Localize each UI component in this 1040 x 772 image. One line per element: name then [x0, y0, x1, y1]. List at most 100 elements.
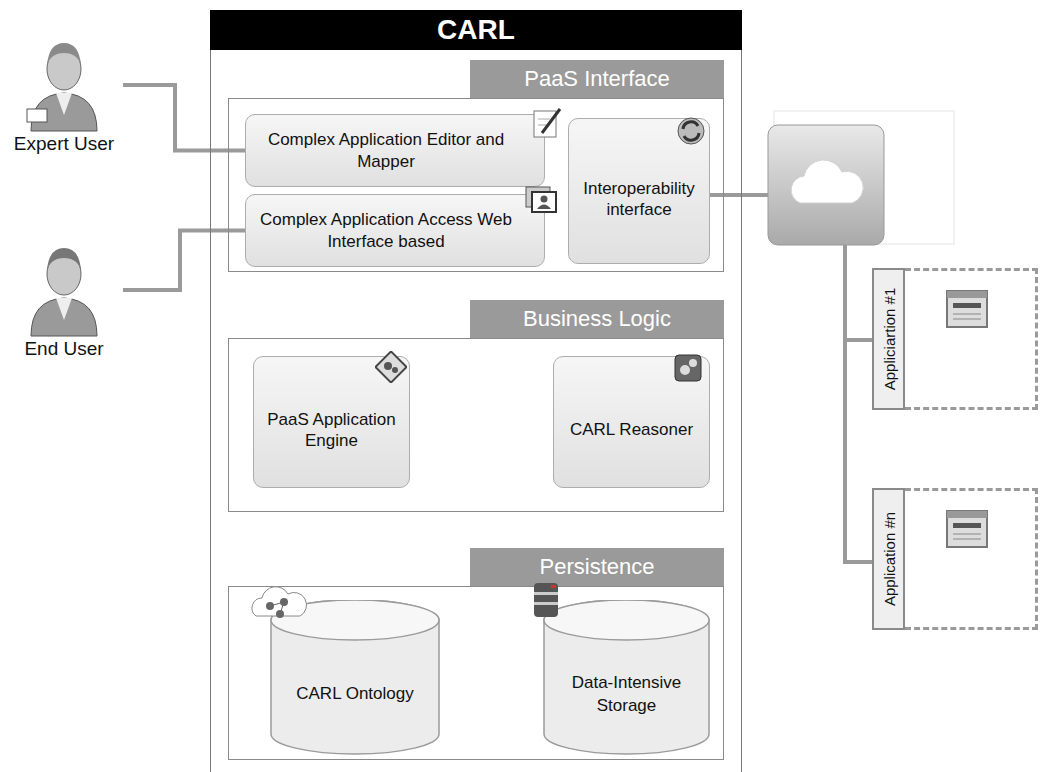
app-label-bar: Appliciartion #1 — [872, 268, 905, 410]
connector — [123, 85, 245, 151]
section-node: PersistenceCARL Ontology Data-Intensive S… — [228, 548, 724, 760]
app-label: Application #n — [880, 512, 897, 606]
person-icon — [19, 240, 109, 338]
cloud-button — [768, 125, 884, 245]
icon — [673, 353, 703, 388]
icon-part — [375, 351, 407, 383]
section-title: PaaS Interface — [524, 66, 670, 92]
icon-part — [532, 192, 556, 212]
store-label: CARL Ontology — [296, 683, 413, 705]
icon-part — [953, 534, 981, 535]
user-node: Expert User — [5, 35, 123, 165]
actor-label: Expert User — [14, 133, 114, 155]
section-tab: PaaS Interface — [470, 60, 724, 98]
app-label-bar: Application #n — [872, 488, 905, 630]
icon — [945, 289, 989, 333]
title-band: CARL — [210, 10, 742, 50]
person-part — [31, 298, 97, 336]
icon-part — [392, 367, 398, 373]
box-label: CARL Reasoner — [570, 419, 693, 440]
wire — [710, 193, 770, 197]
icon — [945, 509, 989, 553]
person-part — [56, 298, 72, 320]
icon — [375, 351, 407, 388]
section-node: Business LogicPaaS Application Engine CAR… — [228, 300, 724, 512]
icon-part — [953, 319, 981, 320]
icon-part — [531, 580, 561, 620]
icon-part — [673, 353, 703, 383]
person-icon — [19, 35, 109, 133]
icon-part — [947, 291, 987, 298]
icon-part — [689, 359, 697, 367]
icon-part — [675, 355, 701, 381]
icon-part — [551, 585, 556, 588]
cylinder-part — [544, 600, 709, 640]
cyl-node: Data-Intensive Storage — [543, 600, 710, 755]
icon — [675, 115, 707, 152]
icon — [532, 107, 562, 144]
section-tab: Business Logic — [470, 300, 724, 338]
store-label: Data-Intensive Storage — [543, 672, 710, 716]
icon-part — [248, 586, 308, 630]
icon-part — [541, 196, 548, 203]
icon-part — [538, 119, 550, 120]
cyl-node: CARL Ontology — [270, 600, 440, 755]
icon-part — [675, 115, 707, 147]
wire — [843, 245, 847, 562]
app-node: Appliciartion #1 — [872, 268, 1038, 410]
cylinder-part — [544, 600, 709, 754]
actor-label: End User — [24, 338, 103, 360]
icon-part — [947, 511, 987, 547]
person-part — [27, 109, 47, 122]
icon-part — [953, 303, 981, 308]
section-node: PaaS InterfaceComplex Application Editor… — [228, 60, 724, 272]
icon-part — [532, 107, 562, 139]
icon-part — [678, 118, 704, 144]
icon-part — [375, 351, 406, 382]
person-part — [47, 43, 81, 65]
cylinder-shape — [270, 600, 440, 755]
box-label: Complex Application Editor and Mapper — [258, 129, 514, 172]
section-tab: Persistence — [470, 548, 724, 586]
icon — [524, 185, 558, 220]
wire — [843, 338, 874, 342]
icon-part — [953, 314, 981, 315]
icon-part — [947, 291, 987, 327]
icon-part — [542, 109, 560, 133]
box-label: Interoperability interface — [581, 178, 697, 221]
box-label: PaaS Application Engine — [266, 409, 397, 452]
app-frame — [905, 268, 1038, 410]
icon-part — [947, 511, 987, 518]
person-part — [47, 248, 81, 270]
icon-part — [945, 509, 989, 549]
icon-part — [684, 133, 699, 140]
icon-part — [384, 362, 392, 370]
icon-part — [534, 592, 558, 595]
cylinder-part — [271, 600, 439, 754]
wire — [843, 560, 874, 564]
section-title: Business Logic — [523, 306, 671, 332]
icon-part — [524, 185, 558, 215]
network-wires — [710, 195, 874, 562]
icon-part — [680, 365, 690, 375]
app-label: Appliciartion #1 — [880, 288, 897, 391]
process-box: Complex Application Access Web Interface… — [245, 194, 545, 267]
section-title: Persistence — [540, 554, 655, 580]
title-text: CARL — [437, 14, 515, 46]
icon-part — [537, 205, 551, 210]
icon-part — [953, 539, 981, 540]
process-box: CARL Reasoner — [553, 356, 710, 488]
band-node: CARL PaaS InterfaceComplex Application Ed… — [210, 10, 742, 772]
process-box: PaaS Application Engine — [253, 356, 410, 488]
icon-part — [953, 523, 981, 528]
process-box: Complex Application Editor and Mapper — [245, 114, 545, 187]
icon-part — [280, 602, 284, 614]
app-frame — [905, 488, 1038, 630]
box-label: Complex Application Access Web Interface… — [258, 209, 514, 252]
person-part — [56, 93, 72, 115]
process-box: Interoperability interface — [568, 118, 710, 264]
icon-part — [945, 289, 989, 329]
user-node: End User — [5, 240, 123, 370]
icon-part — [534, 111, 556, 137]
